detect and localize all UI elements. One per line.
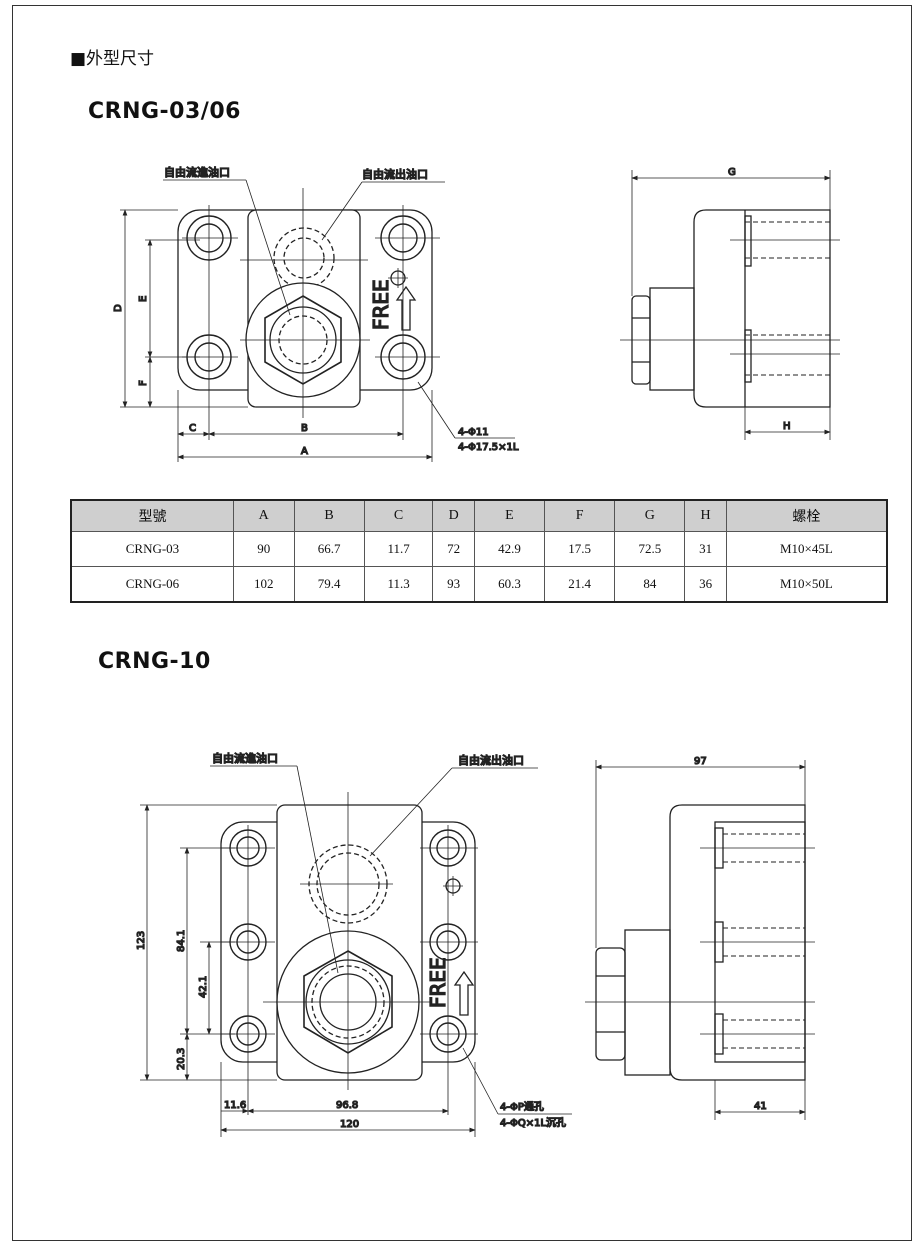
dim-84-1: 84.1: [176, 930, 187, 952]
front-view-crng-03-06: FREE D E F C B A 自由流進油口 自由流出油口 4-Φ11 4-Φ…: [112, 164, 519, 462]
dim-g: G: [728, 167, 736, 178]
hole-spec-2: 4-Φ17.5×1L: [458, 442, 519, 453]
cell: 31: [684, 531, 727, 567]
col-a: A: [232, 499, 295, 532]
cell: 72: [432, 531, 475, 567]
hole-spec-10-1: 4-ΦP通孔: [500, 1101, 544, 1113]
cell: M10×45L: [725, 531, 888, 567]
dim-11-6: 11.6: [224, 1100, 246, 1111]
table-header-row: 型號 A B C D E F G H 螺栓: [70, 499, 888, 532]
col-h: H: [684, 499, 727, 532]
col-bolt: 螺栓: [725, 499, 888, 532]
cell: 21.4: [544, 566, 616, 603]
hole-spec-10-2: 4-ΦQ×1L沉孔: [500, 1116, 566, 1129]
cell: 84: [614, 566, 686, 603]
cell: 90: [232, 531, 295, 567]
dim-123: 123: [136, 931, 147, 950]
dim-a: A: [301, 446, 308, 457]
cell: 60.3: [473, 566, 546, 603]
cell: 11.3: [363, 566, 434, 603]
col-model: 型號: [70, 499, 234, 532]
cell: 11.7: [363, 531, 434, 567]
cell: CRNG-03: [70, 531, 234, 567]
cell: 42.9: [473, 531, 546, 567]
dim-97: 97: [694, 756, 707, 767]
dim-h: H: [783, 421, 791, 432]
label-free-flow-out: 自由流出油口: [362, 167, 428, 181]
table-row: CRNG-06 102 79.4 11.3 93 60.3 21.4 84 36…: [70, 566, 888, 603]
cell: 72.5: [614, 531, 686, 567]
model-title-crng-03-06: CRNG-03/06: [88, 99, 241, 124]
dim-41: 41: [754, 1101, 767, 1112]
dim-d: D: [113, 304, 124, 312]
free-label: FREE: [369, 279, 393, 330]
cell: 102: [232, 566, 295, 603]
dim-f: F: [138, 380, 149, 386]
dim-120: 120: [340, 1119, 359, 1130]
col-g: G: [614, 499, 686, 532]
cell: 66.7: [293, 531, 365, 567]
cell: CRNG-06: [70, 566, 234, 603]
dim-42-1: 42.1: [198, 976, 209, 998]
side-view-crng-03-06: G H: [620, 166, 840, 440]
label-free-flow-out-10: 自由流出油口: [458, 753, 524, 767]
cell: 17.5: [544, 531, 616, 567]
label-free-flow-in-10: 自由流進油口: [212, 751, 278, 765]
free-label-10: FREE: [426, 957, 450, 1008]
model-title-crng-10: CRNG-10: [98, 649, 211, 674]
col-b: B: [293, 499, 365, 532]
cell: M10×50L: [725, 566, 888, 603]
dim-96-8: 96.8: [336, 1100, 358, 1111]
side-view-crng-10: 97 41: [585, 755, 815, 1120]
col-e: E: [473, 499, 546, 532]
label-free-flow-in: 自由流進油口: [164, 165, 230, 179]
page-frame: [12, 5, 912, 1241]
section-title: ■外型尺寸: [70, 49, 155, 69]
col-d: D: [432, 499, 475, 532]
col-c: C: [363, 499, 434, 532]
cell: 36: [684, 566, 727, 603]
front-view-crng-10: FREE 123 84.1 42.1 20.3 11.6 96.8 120 自由…: [135, 750, 572, 1137]
dimension-table: 型號 A B C D E F G H 螺栓 CRNG-03 90 66.7 11…: [70, 499, 888, 603]
cell: 93: [432, 566, 475, 603]
cell: 79.4: [293, 566, 365, 603]
hole-spec-1: 4-Φ11: [458, 427, 489, 438]
col-f: F: [544, 499, 616, 532]
dim-c: C: [189, 423, 196, 434]
dim-e: E: [138, 296, 149, 302]
table-row: CRNG-03 90 66.7 11.7 72 42.9 17.5 72.5 3…: [70, 531, 888, 567]
dim-20-3: 20.3: [176, 1048, 187, 1070]
dim-b: B: [301, 423, 308, 434]
